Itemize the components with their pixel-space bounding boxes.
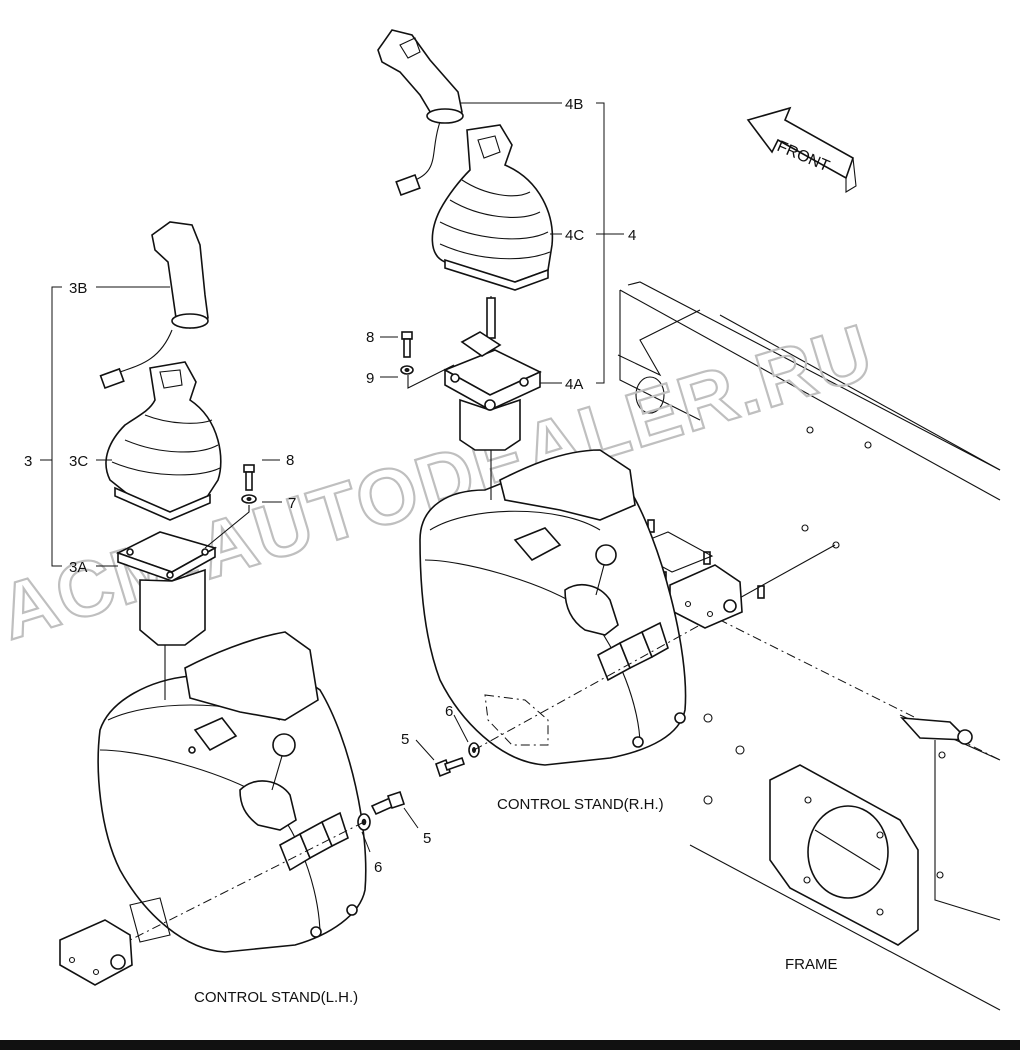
bolt-5-right-icon bbox=[435, 756, 466, 778]
callout-6-left: 6 bbox=[374, 859, 382, 876]
callout-8-left: 8 bbox=[286, 452, 294, 469]
callout-8-right: 8 bbox=[366, 329, 374, 346]
assembly-lines bbox=[129, 296, 701, 941]
front-arrow-icon: FRONT bbox=[746, 106, 857, 193]
caption-frame: FRAME bbox=[785, 956, 838, 973]
joystick-3-assembly bbox=[99, 221, 222, 646]
callout-9: 9 bbox=[366, 370, 374, 387]
callout-6-right: 6 bbox=[445, 703, 453, 720]
bolt-8-left-icon bbox=[243, 464, 255, 491]
callout-4: 4 bbox=[628, 227, 636, 244]
callout-5-right: 5 bbox=[401, 731, 409, 748]
caption-control-stand-rh: CONTROL STAND(R.H.) bbox=[497, 796, 664, 813]
washer-7-icon bbox=[241, 494, 257, 504]
fasteners bbox=[241, 331, 480, 831]
bolt-8-right-icon bbox=[401, 331, 413, 358]
joystick-4-assembly bbox=[377, 29, 554, 451]
caption-control-stand-lh: CONTROL STAND(L.H.) bbox=[194, 989, 358, 1006]
bottom-border bbox=[0, 1040, 1020, 1050]
callout-4c: 4C bbox=[565, 227, 584, 244]
leaders bbox=[40, 102, 624, 853]
callout-4b: 4B bbox=[565, 96, 583, 113]
callout-3: 3 bbox=[24, 453, 32, 470]
control-stand-lh bbox=[59, 631, 367, 986]
callout-3c: 3C bbox=[69, 453, 88, 470]
callout-5-left: 5 bbox=[423, 830, 431, 847]
callout-3a: 3A bbox=[69, 559, 87, 576]
frame bbox=[599, 281, 1001, 1011]
callout-4a: 4A bbox=[565, 376, 583, 393]
callout-3b: 3B bbox=[69, 280, 87, 297]
bolt-5-left-icon bbox=[370, 790, 406, 816]
callout-7: 7 bbox=[288, 495, 296, 512]
control-stand-rh bbox=[419, 449, 687, 766]
washer-9-icon bbox=[400, 365, 414, 375]
callout-labels: 4B 4C 4 4A 8 9 3B 3 3C 8 7 3A 5 6 5 6 bbox=[24, 96, 636, 876]
captions: CONTROL STAND(R.H.) CONTROL STAND(L.H.) … bbox=[194, 796, 838, 1006]
